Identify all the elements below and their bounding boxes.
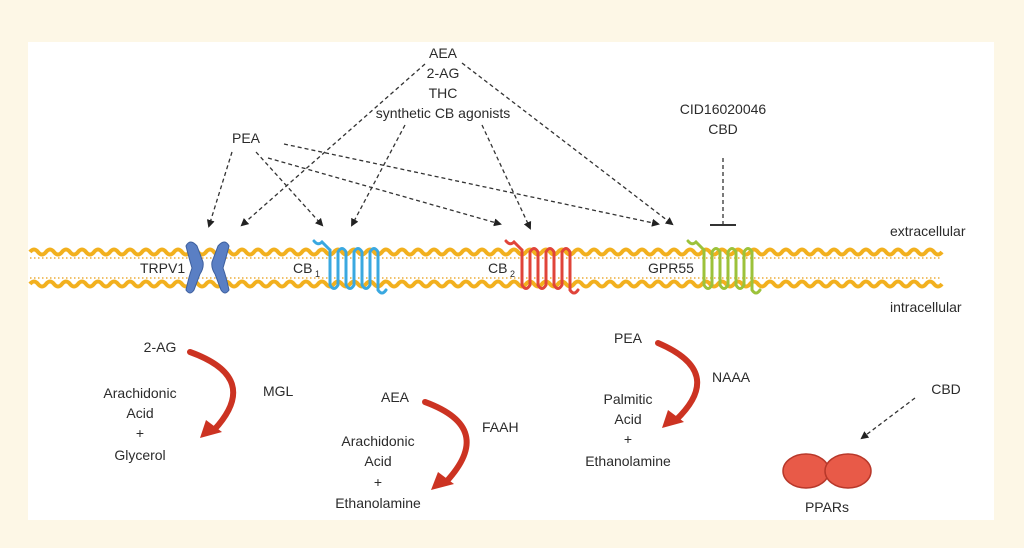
mgl-arc-arrow <box>187 349 237 433</box>
arrow-ligands-to-trpv1 <box>240 63 426 227</box>
arrow-pea-to-gpr55 <box>283 143 660 227</box>
ligand-2ag: 2-AG <box>427 65 460 81</box>
cb1-subscript: 1 <box>315 269 320 279</box>
mgl-product-3: + <box>136 425 144 441</box>
cb2-label: CB <box>488 260 507 276</box>
mgl-arrowhead <box>200 420 222 438</box>
cell-membrane <box>28 247 944 289</box>
faah-product-3: + <box>374 474 382 490</box>
inhibitor-cid: CID16020046 <box>680 101 767 117</box>
faah-product-1: Arachidonic <box>341 433 414 449</box>
cb2-receptor <box>504 239 580 295</box>
ppar-receptor <box>782 453 872 489</box>
faah-product-2: Acid <box>364 453 391 469</box>
arrow-ligands-to-cb1 <box>351 124 406 227</box>
naaa-enzyme: NAAA <box>712 369 751 385</box>
arrow-pea-to-trpv1 <box>206 151 233 228</box>
inhibitor-list: CID16020046 CBD <box>680 101 767 137</box>
faah-product-4: Ethanolamine <box>335 495 421 511</box>
inhibition-line <box>710 158 736 226</box>
naaa-arc-arrow <box>655 340 701 423</box>
ligand-list-top: AEA 2-AG THC synthetic CB agonists <box>376 45 511 121</box>
naaa-product-4: Ethanolamine <box>585 453 671 469</box>
naaa-arrowhead <box>662 410 684 428</box>
mgl-product-2: Acid <box>126 405 153 421</box>
mgl-enzyme: MGL <box>263 383 294 399</box>
pea-top-label: PEA <box>232 130 261 146</box>
mgl-pathway: 2-AG MGL Arachidonic Acid + Glycerol <box>103 339 293 463</box>
faah-substrate: AEA <box>381 389 410 405</box>
arrow-pea-to-cb2 <box>267 157 502 227</box>
gpr55-label: GPR55 <box>648 260 694 276</box>
trpv1-label: TRPV1 <box>140 260 185 276</box>
ppar-label: PPARs <box>805 499 849 515</box>
faah-pathway: AEA FAAH Arachidonic Acid + Ethanolamine <box>335 389 518 511</box>
naaa-product-3: + <box>624 431 632 447</box>
mgl-product-1: Arachidonic <box>103 385 176 401</box>
ppar-ligand: CBD <box>931 381 961 397</box>
trpv1-receptor <box>185 241 230 294</box>
arrow-ligands-to-gpr55 <box>461 62 674 226</box>
gpr55-receptor <box>686 239 762 295</box>
inhibitor-cbd: CBD <box>708 121 738 137</box>
naaa-product-1: Palmitic <box>603 391 652 407</box>
arrow-pea-to-cb1 <box>255 151 324 227</box>
naaa-product-2: Acid <box>614 411 641 427</box>
ligand-synthetic: synthetic CB agonists <box>376 105 511 121</box>
intracellular-label: intracellular <box>890 299 962 315</box>
ligand-arrows <box>206 62 916 440</box>
ligand-thc: THC <box>429 85 458 101</box>
mgl-product-4: Glycerol <box>114 447 165 463</box>
cb1-label: CB <box>293 260 312 276</box>
cb1-receptor <box>312 239 388 295</box>
faah-enzyme: FAAH <box>482 419 519 435</box>
faah-arrowhead <box>431 472 454 490</box>
mgl-substrate: 2-AG <box>144 339 177 355</box>
cb2-subscript: 2 <box>510 269 515 279</box>
extracellular-label: extracellular <box>890 223 966 239</box>
ligand-aea: AEA <box>429 45 458 61</box>
naaa-substrate: PEA <box>614 330 643 346</box>
arrow-ligands-to-cb2 <box>481 124 532 230</box>
faah-arc-arrow <box>422 399 470 485</box>
naaa-pathway: PEA NAAA Palmitic Acid + Ethanolamine <box>585 330 751 469</box>
